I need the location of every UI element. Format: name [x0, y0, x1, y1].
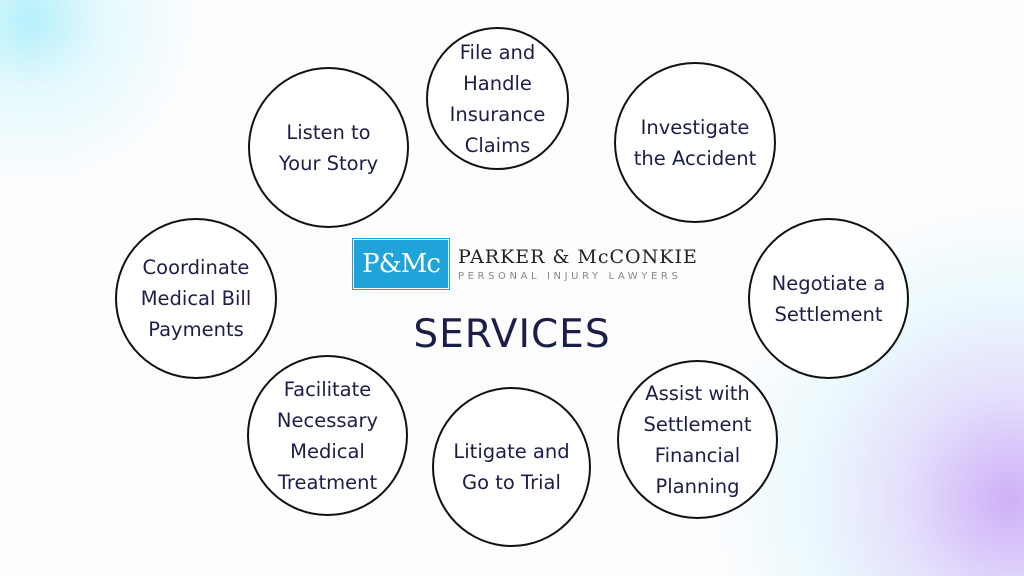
- service-file-insurance-claims: File and Handle Insurance Claims: [426, 27, 569, 170]
- service-financial-planning: Assist with Settlement Financial Plannin…: [617, 360, 778, 519]
- service-investigate-accident: Investigate the Accident: [614, 62, 776, 223]
- service-negotiate-settlement: Negotiate a Settlement: [748, 218, 909, 379]
- service-label: Litigate and Go to Trial: [453, 440, 570, 494]
- service-label: Coordinate Medical Bill Payments: [140, 256, 252, 341]
- service-label: Facilitate Necessary Medical Treatment: [276, 377, 379, 494]
- service-label: Assist with Settlement Financial Plannin…: [643, 381, 752, 498]
- service-label: Negotiate a Settlement: [771, 271, 886, 326]
- firm-logo: P&Mc PARKER & McCONKIE PERSONAL INJURY L…: [352, 238, 698, 290]
- page-title: SERVICES: [413, 312, 611, 357]
- logo-mark: P&Mc: [352, 238, 450, 290]
- service-label: Investigate the Accident: [633, 115, 757, 170]
- service-listen-to-story: Listen to Your Story: [248, 67, 409, 228]
- service-label: File and Handle Insurance Claims: [449, 40, 546, 157]
- service-coordinate-medical-bills: Coordinate Medical Bill Payments: [115, 218, 277, 379]
- service-facilitate-treatment: Facilitate Necessary Medical Treatment: [247, 355, 408, 516]
- service-litigate-trial: Litigate and Go to Trial: [432, 387, 591, 547]
- firm-tagline: PERSONAL INJURY LAWYERS: [458, 271, 682, 282]
- service-label: Listen to Your Story: [278, 120, 379, 175]
- firm-name: PARKER & McCONKIE: [458, 246, 698, 268]
